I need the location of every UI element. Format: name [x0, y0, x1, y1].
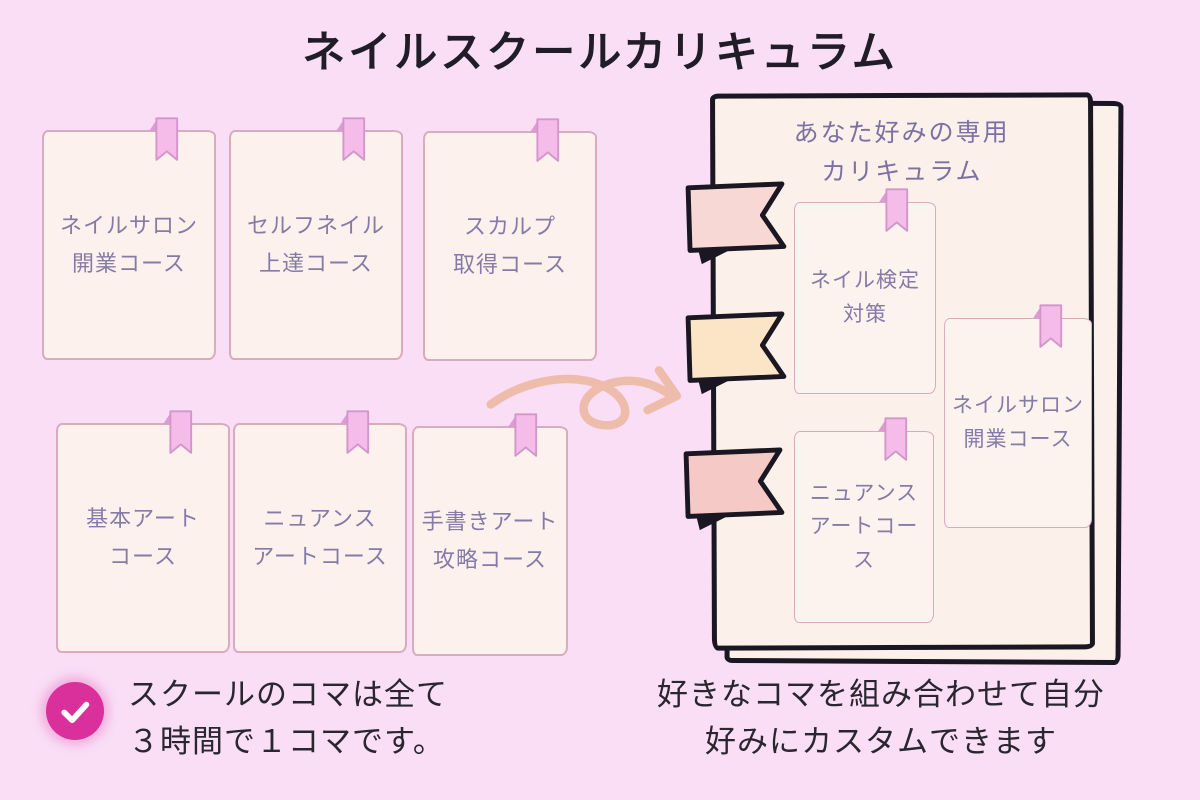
- bookmark-ribbon-icon: [335, 117, 366, 161]
- banner-flag-icon-pink: [685, 181, 787, 265]
- bookmark-ribbon-icon: [879, 188, 909, 232]
- bookmark-ribbon-icon: [148, 117, 179, 161]
- course-card-sculpt-acquisition: スカルプ 取得コース: [423, 118, 597, 361]
- banner-flag-icon-rose: [683, 447, 785, 531]
- course-card-label: 手書きアート 攻略コース: [421, 508, 559, 573]
- bookmark-ribbon-icon: [1032, 304, 1062, 348]
- notebook-card-nuance-art: ニュアンス アートコー ス: [794, 417, 934, 623]
- course-card-nail-salon-opening: ネイルサロン 開業コース: [42, 117, 216, 360]
- bookmark-ribbon-icon: [508, 413, 538, 457]
- curly-arrow-icon: [486, 366, 682, 430]
- course-card-label: ネイルサロン 開業コース: [952, 394, 1084, 451]
- course-card-label: ニュアンス アートコー ス: [809, 481, 919, 572]
- course-card-nuance-art: ニュアンス アートコース: [233, 410, 407, 653]
- course-card-label: ニュアンス アートコース: [252, 505, 388, 570]
- notebook-card-salon-opening: ネイルサロン 開業コース: [944, 304, 1092, 528]
- course-card-label: ネイルサロン 開業コース: [59, 212, 198, 277]
- course-card-hand-drawn-art: 手書きアート 攻略コース: [412, 413, 568, 656]
- course-card-self-nail-improvement: セルフネイル 上達コース: [229, 117, 403, 360]
- course-card-label: スカルプ 取得コース: [453, 213, 567, 278]
- bookmark-ribbon-icon: [529, 118, 560, 162]
- bookmark-ribbon-icon: [877, 417, 908, 461]
- banner-flag-icon-peach: [685, 311, 787, 395]
- course-card-label: 基本アート コース: [86, 505, 200, 570]
- bookmark-ribbon-icon: [339, 410, 370, 454]
- course-card-basic-art: 基本アート コース: [56, 410, 230, 653]
- notebook-card-exam-prep: ネイル検定 対策: [794, 188, 936, 394]
- course-card-label: ネイル検定 対策: [810, 269, 920, 326]
- check-icon: [46, 682, 104, 740]
- bookmark-ribbon-icon: [162, 410, 193, 454]
- footnote-custom-combination: 好きなコマを組み合わせて自分 好みにカスタムできます: [657, 677, 1105, 759]
- course-card-label: セルフネイル 上達コース: [246, 212, 385, 277]
- footnote-lesson-duration: スクールのコマは全て ３時間で１コマです。: [128, 677, 448, 759]
- page-title: ネイルスクールカリキュラム: [302, 30, 898, 77]
- notebook-title: あなた好みの専用 カリキュラム: [793, 118, 1010, 187]
